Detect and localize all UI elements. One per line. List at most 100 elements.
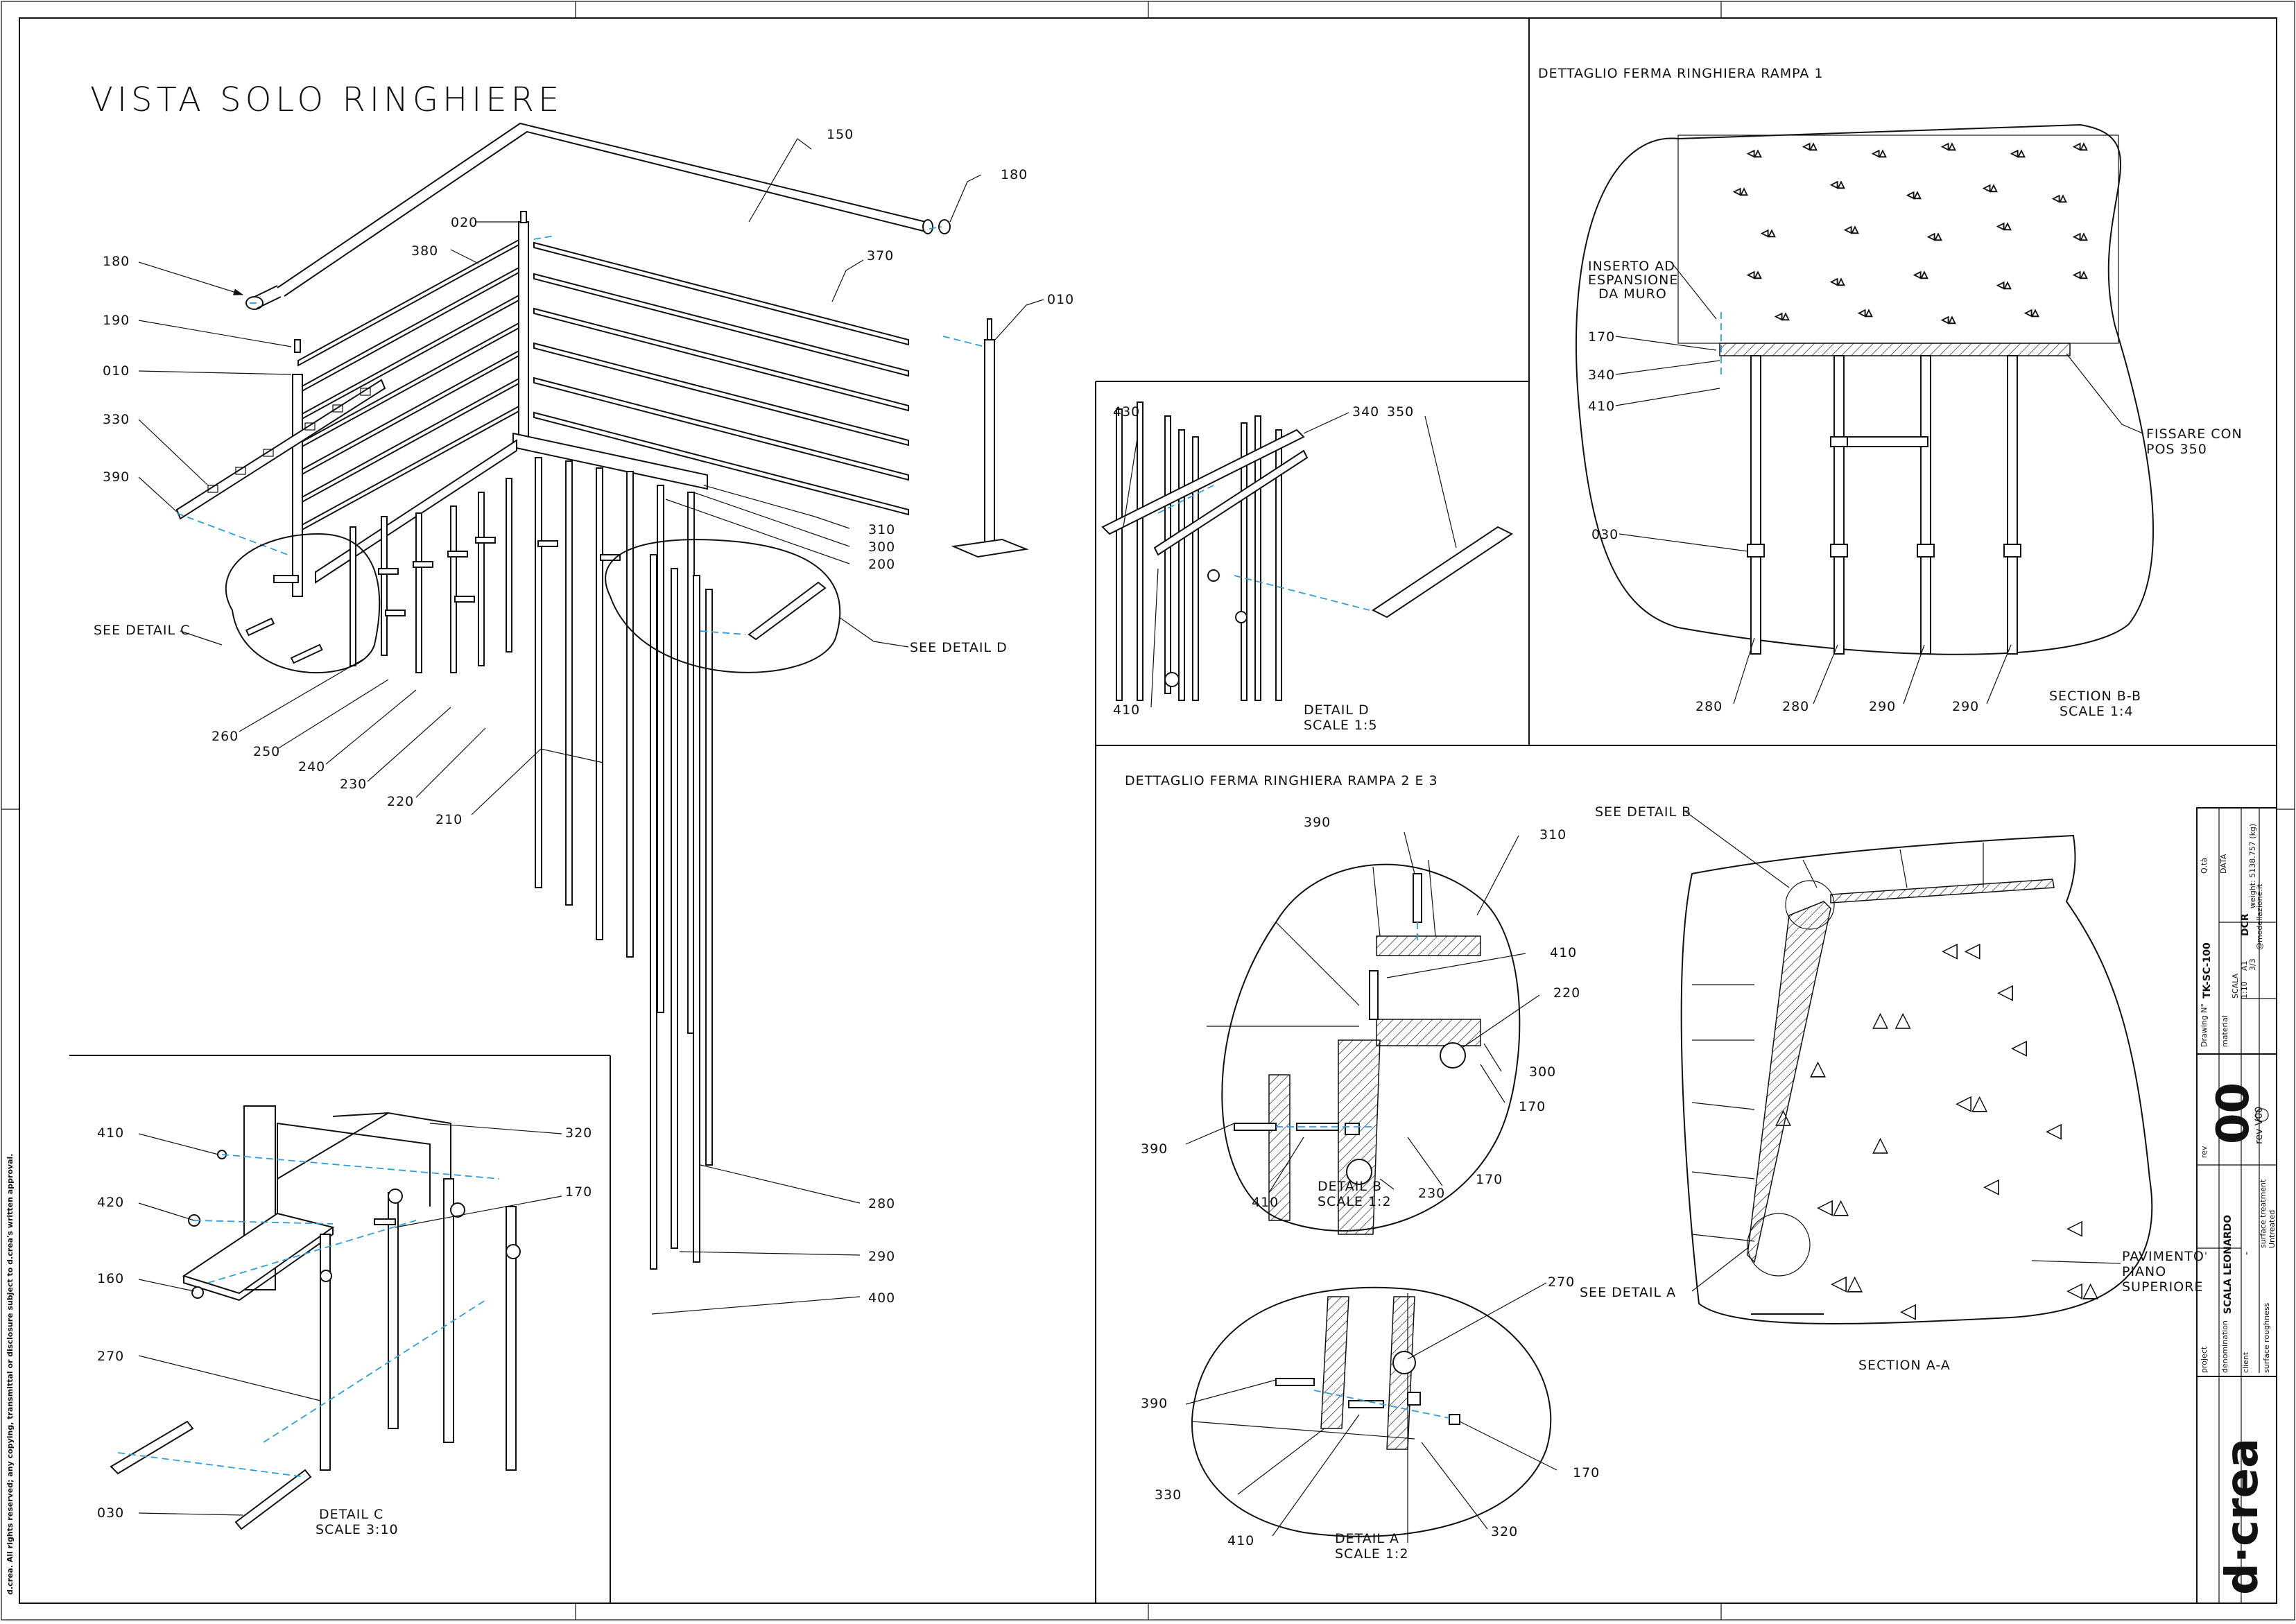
da-scale: SCALE 1:2 — [1335, 1546, 1409, 1562]
svg-text:◁△: ◁△ — [1831, 1271, 1863, 1295]
main-callouts: 150 180 020 380 370 010 180 190 010 330 … — [94, 127, 1073, 1315]
dc-callout-320: 320 — [565, 1125, 592, 1141]
svg-text:◁△: ◁△ — [1761, 228, 1775, 239]
callout-010-left: 010 — [103, 363, 130, 379]
svg-text:◁△: ◁△ — [1914, 270, 1928, 280]
callout-370: 370 — [867, 248, 894, 264]
tb-drawing-no-label: Drawing N° — [2200, 1003, 2209, 1047]
db-callout-170-bottom: 170 — [1476, 1172, 1503, 1187]
tb-scala-value: 1:10 — [2240, 981, 2249, 999]
page-title: VISTA SOLO RINGHIERE — [90, 80, 563, 119]
svg-text:◁△: ◁△ — [2053, 193, 2066, 204]
detail-d-view: 430 340 350 410 DETAIL D SCALE 1:5 — [1101, 401, 1513, 733]
db-callout-390-top: 390 — [1304, 815, 1331, 830]
tb-author: DCR — [2240, 913, 2251, 936]
dc-caption: DETAIL C — [319, 1507, 383, 1522]
svg-text:◁△: ◁△ — [1747, 148, 1761, 159]
section-bb-title: DETTAGLIO FERMA RINGHIERA RAMPA 1 — [1538, 66, 1823, 81]
db-callout-390-left: 390 — [1141, 1141, 1168, 1157]
tb-scala-label: SCALA — [2231, 973, 2240, 999]
callout-180-left: 180 — [103, 254, 130, 269]
detail-d-callout-410: 410 — [1113, 702, 1140, 718]
bb-callout-280-b: 280 — [1782, 699, 1809, 714]
svg-text:△: △ — [1810, 1056, 1826, 1080]
tb-client-value: - — [2241, 1252, 2252, 1255]
da-callout-330: 330 — [1155, 1487, 1182, 1503]
tb-surface-treatment-label: surface treatment — [2259, 1179, 2268, 1248]
svg-text:◁△: ◁△ — [1831, 277, 1845, 287]
svg-text:◁ ◁: ◁ ◁ — [1942, 938, 1980, 962]
da-callout-410: 410 — [1227, 1533, 1254, 1548]
svg-text:◁△: ◁△ — [1803, 141, 1817, 152]
floor-note-1: PAVIMENTO — [2122, 1249, 2204, 1264]
bb-note-insert-3: DA MURO — [1598, 286, 1667, 302]
db-callout-230: 230 — [1418, 1186, 1445, 1201]
da-caption: DETAIL A — [1335, 1531, 1399, 1546]
copyright-text: d.crea. All rights reserved; any copying… — [6, 1154, 15, 1595]
bb-callout-410: 410 — [1588, 399, 1615, 414]
dc-callout-160: 160 — [97, 1271, 124, 1286]
db-callout-410-bottom: 410 — [1252, 1195, 1279, 1210]
callout-290: 290 — [868, 1249, 895, 1264]
bb-callout-290-b: 290 — [1952, 699, 1979, 714]
db-callout-220: 220 — [1553, 985, 1580, 1001]
tb-weight: weight: 5138.757 (kg) — [2248, 824, 2257, 908]
da-callout-170: 170 — [1573, 1465, 1600, 1480]
bb-callout-280-a: 280 — [1695, 699, 1723, 714]
tb-material-label: material — [2220, 1015, 2229, 1047]
tb-project-label: project — [2200, 1346, 2209, 1373]
svg-text:△: △ — [1775, 1105, 1791, 1129]
callout-280: 280 — [868, 1196, 895, 1211]
section-bb-view: DETTAGLIO FERMA RINGHIERA RAMPA 1 ◁△ ◁△ ◁△… — [1538, 66, 2242, 719]
rampa23-title: DETTAGLIO FERMA RINGHIERA RAMPA 2 E 3 — [1125, 773, 1438, 788]
callout-390: 390 — [103, 469, 130, 485]
tb-sheet-value: 3/3 — [2248, 958, 2257, 971]
svg-text:△: △ — [1872, 1132, 1888, 1157]
bb-callout-340: 340 — [1588, 368, 1615, 383]
da-callout-320: 320 — [1491, 1524, 1518, 1539]
callout-220: 220 — [387, 794, 414, 809]
see-detail-b: SEE DETAIL B — [1595, 804, 1691, 820]
callout-150: 150 — [827, 127, 854, 142]
callout-190: 190 — [103, 313, 130, 328]
tb-denomination-value: SCALA LEONARDO — [2222, 1215, 2234, 1314]
detail-d-callout-430: 430 — [1113, 404, 1140, 420]
tb-project-value: - — [2200, 1252, 2211, 1255]
bb-callout-170: 170 — [1588, 329, 1615, 345]
section-aa-caption: SECTION A-A — [1858, 1358, 1951, 1373]
rampa23-view: DETTAGLIO FERMA RINGHIERA RAMPA 2 E 3 ◁ … — [1125, 773, 2204, 1562]
bb-callout-030: 030 — [1591, 527, 1619, 542]
svg-text:◁△: ◁△ — [1942, 141, 1956, 152]
callout-230: 230 — [340, 777, 367, 792]
bb-scale: SCALE 1:4 — [2060, 704, 2134, 719]
company-logo: d·crea — [2217, 1438, 2268, 1595]
tb-surface-treatment-value: Untreated — [2268, 1210, 2277, 1248]
da-callout-390: 390 — [1141, 1396, 1168, 1411]
dc-callout-410: 410 — [97, 1125, 124, 1141]
tb-client-label: client — [2241, 1351, 2250, 1373]
svg-text:◁△: ◁△ — [1907, 190, 1921, 200]
dc-callout-420: 420 — [97, 1195, 124, 1210]
svg-text:◁△: ◁△ — [2011, 148, 2025, 159]
callout-020: 020 — [451, 215, 478, 230]
detail-c-view: 410 420 160 270 030 320 170 DETAIL C SCA… — [97, 1105, 592, 1537]
tb-surface-roughness-label: surface roughness — [2262, 1302, 2271, 1373]
callout-260: 260 — [212, 729, 239, 744]
floor-note-2: PIANO — [2122, 1264, 2166, 1279]
tb-qty-label: Q.tà — [2200, 858, 2209, 874]
svg-text:◁: ◁ — [2066, 1216, 2082, 1240]
svg-text:◁△: ◁△ — [1775, 311, 1789, 322]
svg-text:◁: ◁ — [2046, 1118, 2062, 1143]
bb-note-fix-2: POS 350 — [2146, 442, 2207, 457]
tb-rev-label: rev — [2200, 1146, 2209, 1158]
svg-text:◁△: ◁△ — [1983, 183, 1997, 193]
db-callout-310: 310 — [1539, 827, 1566, 843]
dc-callout-270: 270 — [97, 1349, 124, 1364]
callout-310: 310 — [868, 522, 895, 537]
db-scale: SCALE 1:2 — [1318, 1194, 1392, 1209]
svg-text:◁△: ◁△ — [1997, 280, 2011, 291]
svg-text:◁△: ◁△ — [2073, 270, 2087, 280]
